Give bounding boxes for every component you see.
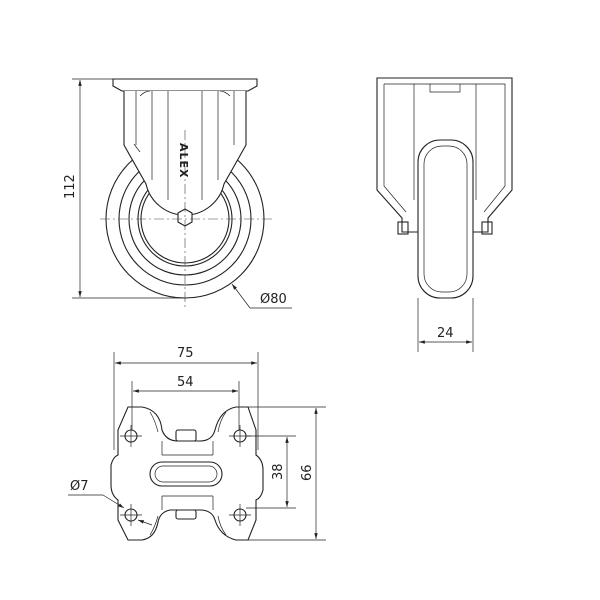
plate-width-label: 75: [177, 346, 194, 361]
hole-spacing-x-label: 54: [177, 375, 194, 390]
hole-spacing-y-label: 38: [271, 463, 286, 480]
bottom-view: [110, 406, 264, 541]
hole-diameter-label: Ø7: [70, 479, 89, 494]
dimension-plate-length: 66: [248, 406, 326, 541]
logo-text: ALEX: [177, 143, 190, 179]
dimension-hole-spacing-y: 38: [246, 435, 296, 509]
front-view: [376, 77, 513, 299]
plate-length-label: 66: [300, 464, 315, 481]
dimension-wheel-width: 24: [417, 298, 474, 352]
side-view: ALEX: [100, 78, 272, 310]
wheel-width-label: 24: [437, 326, 454, 341]
dimension-wheel-diameter: Ø80: [231, 283, 292, 309]
dimension-hole-spacing-x: 54: [131, 375, 240, 430]
dimension-height: 112: [63, 78, 185, 299]
dimension-hole-diameter: Ø7: [68, 479, 153, 526]
height-label: 112: [63, 174, 78, 199]
dimension-plate-width: 75: [113, 346, 259, 450]
wheel-diameter-label: Ø80: [260, 292, 287, 307]
